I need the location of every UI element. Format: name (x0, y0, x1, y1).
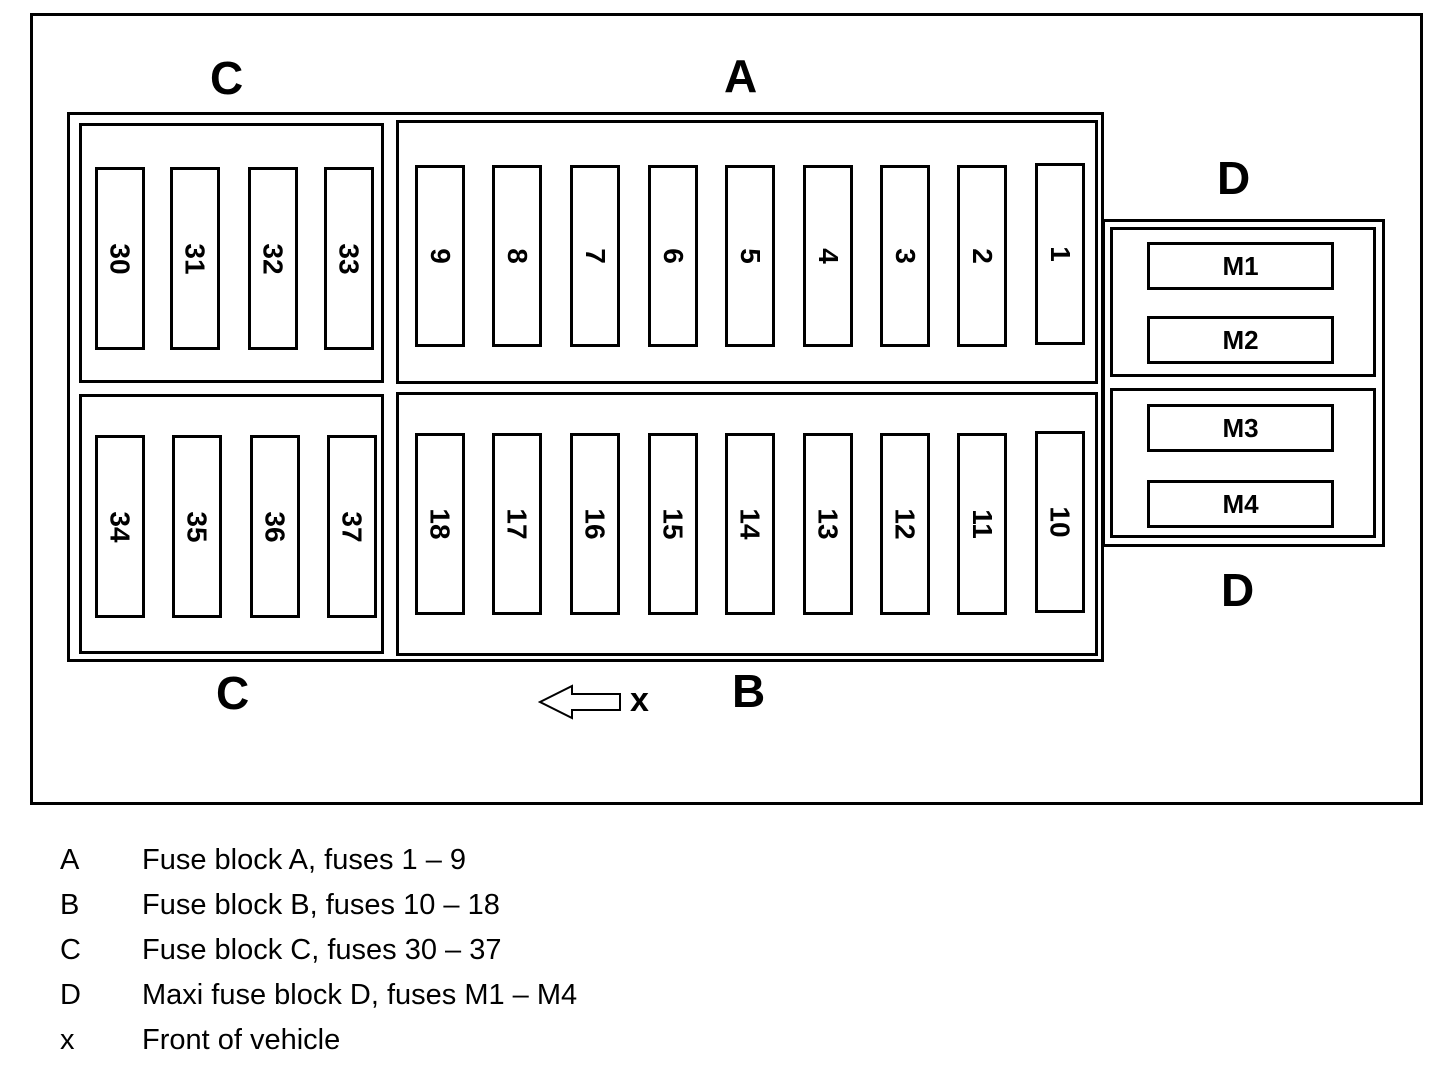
fuse-m1[interactable]: M1 (1147, 242, 1334, 290)
fuse-label: 15 (658, 508, 689, 540)
block-d-bottom: M3 M4 (1110, 388, 1376, 538)
fuse-label: 9 (424, 248, 456, 264)
fuse-m3[interactable]: M3 (1147, 404, 1334, 452)
fuse-label: 6 (657, 248, 689, 264)
front-arrow-icon (538, 684, 621, 720)
legend-key: B (60, 889, 80, 921)
block-c-top-label: C (210, 52, 244, 104)
fuse-label: 31 (180, 242, 211, 275)
fuse-7[interactable]: 7 (570, 165, 620, 347)
legend-text: Fuse block B, fuses 10 – 18 (142, 889, 500, 921)
fuse-12[interactable]: 12 (880, 433, 930, 615)
fuse-label: 18 (425, 508, 456, 540)
fuse-label: 4 (812, 248, 844, 264)
fuse-15[interactable]: 15 (648, 433, 698, 615)
legend-text: Maxi fuse block D, fuses M1 – M4 (142, 979, 578, 1011)
fuse-36[interactable]: 36 (250, 435, 300, 618)
fuse-31[interactable]: 31 (170, 167, 220, 350)
fuse-label: 14 (735, 508, 766, 540)
block-c-top: 30 31 32 33 (79, 123, 384, 383)
legend-key: A (60, 844, 80, 876)
fuse-label: 30 (105, 242, 136, 275)
legend-key: D (60, 979, 81, 1011)
fuse-16[interactable]: 16 (570, 433, 620, 615)
fuse-label: 37 (337, 510, 368, 543)
block-b: 18 17 16 15 14 13 12 11 10 (396, 392, 1098, 656)
legend-text: Fuse block A, fuses 1 – 9 (142, 844, 467, 876)
fuse-1[interactable]: 1 (1035, 163, 1085, 345)
fuse-6[interactable]: 6 (648, 165, 698, 347)
fuse-10[interactable]: 10 (1035, 431, 1085, 613)
legend-key: x (60, 1024, 75, 1056)
fuse-label: M2 (1222, 324, 1259, 355)
legend-text: Front of vehicle (142, 1024, 341, 1056)
fuse-35[interactable]: 35 (172, 435, 222, 618)
legend-row: B Fuse block B, fuses 10 – 18 (60, 883, 577, 928)
fuse-label: 12 (890, 508, 921, 540)
legend-row: D Maxi fuse block D, fuses M1 – M4 (60, 973, 577, 1018)
fuse-label: 1 (1044, 246, 1076, 262)
fuse-label: 3 (889, 248, 921, 264)
fuse-34[interactable]: 34 (95, 435, 145, 618)
block-a: 9 8 7 6 5 4 3 2 1 (396, 120, 1098, 384)
front-marker-label: x (630, 681, 649, 719)
fuse-label: M3 (1222, 412, 1259, 443)
block-c-bottom: 34 35 36 37 (79, 394, 384, 654)
fuse-17[interactable]: 17 (492, 433, 542, 615)
legend: A Fuse block A, fuses 1 – 9 B Fuse block B… (60, 838, 577, 1063)
fuse-label: 32 (258, 242, 289, 275)
fuse-label: 7 (579, 248, 611, 264)
block-a-label: A (724, 50, 758, 102)
fuse-33[interactable]: 33 (324, 167, 374, 350)
fuse-label: 13 (813, 508, 844, 540)
fuse-label: 33 (334, 242, 365, 275)
fuse-label: 16 (580, 508, 611, 540)
fuse-30[interactable]: 30 (95, 167, 145, 350)
fuse-label: 2 (966, 248, 998, 264)
block-d-top: M1 M2 (1110, 227, 1376, 377)
legend-row: A Fuse block A, fuses 1 – 9 (60, 838, 577, 883)
fuse-32[interactable]: 32 (248, 167, 298, 350)
fuse-label: 11 (966, 509, 998, 539)
legend-row: x Front of vehicle (60, 1018, 577, 1063)
fuse-m4[interactable]: M4 (1147, 480, 1334, 528)
fuse-label: M4 (1222, 488, 1259, 519)
diagram-frame (30, 13, 1423, 805)
fuse-label: 10 (1045, 506, 1076, 538)
fuse-8[interactable]: 8 (492, 165, 542, 347)
block-d-top-label: D (1217, 152, 1251, 204)
fuse-m2[interactable]: M2 (1147, 316, 1334, 364)
fuse-11[interactable]: 11 (957, 433, 1007, 615)
fuse-label: 35 (182, 510, 213, 543)
block-c-bottom-label: C (216, 667, 250, 719)
fuse-18[interactable]: 18 (415, 433, 465, 615)
fuse-14[interactable]: 14 (725, 433, 775, 615)
fuse-37[interactable]: 37 (327, 435, 377, 618)
block-d-bottom-label: D (1221, 564, 1255, 616)
fuse-label: 17 (502, 508, 533, 540)
fuse-label: 8 (501, 248, 533, 264)
block-b-label: B (732, 665, 766, 717)
fuse-2[interactable]: 2 (957, 165, 1007, 347)
fuse-label: 34 (105, 510, 136, 543)
fuse-label: 5 (734, 248, 766, 264)
fuse-label: 36 (260, 510, 291, 543)
legend-text: Fuse block C, fuses 30 – 37 (142, 934, 502, 966)
fuse-13[interactable]: 13 (803, 433, 853, 615)
fuse-9[interactable]: 9 (415, 165, 465, 347)
fuse-5[interactable]: 5 (725, 165, 775, 347)
fuse-3[interactable]: 3 (880, 165, 930, 347)
legend-row: C Fuse block C, fuses 30 – 37 (60, 928, 577, 973)
fuse-label: M1 (1222, 250, 1259, 281)
fuse-4[interactable]: 4 (803, 165, 853, 347)
legend-key: C (60, 934, 81, 966)
